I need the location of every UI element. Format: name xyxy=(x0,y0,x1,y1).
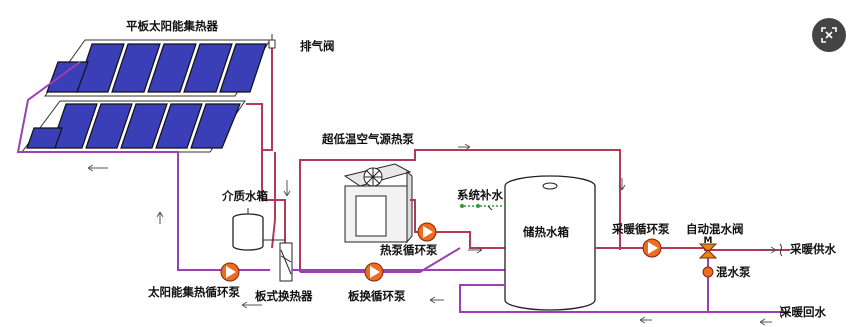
pipe-break xyxy=(779,305,783,319)
lens-icon xyxy=(821,27,837,43)
label-heating-pump: 采暖循环泵 xyxy=(611,222,670,236)
flow-arrow xyxy=(759,318,772,326)
label-storage-tank: 储热水箱 xyxy=(523,225,569,239)
mixing-pump xyxy=(702,266,714,278)
collector-panel xyxy=(120,103,168,149)
auto-mixing-valve: M xyxy=(698,236,718,259)
label-heating-return: 采暖回水 xyxy=(779,305,826,319)
label-medium-tank: 介质水箱 xyxy=(221,189,268,203)
flow-arrow xyxy=(762,246,777,254)
plate-circulation-pump xyxy=(364,262,384,282)
flow-arrow xyxy=(639,316,652,324)
pipe-break xyxy=(779,243,783,257)
collector-panel xyxy=(219,43,267,93)
label-heating-supply: 采暖供水 xyxy=(789,242,836,256)
vent-valve xyxy=(268,39,276,49)
flow-arrow xyxy=(618,178,626,191)
collector-outlet-pipe xyxy=(246,103,263,150)
flow-arrow xyxy=(429,296,444,304)
flow-arrow xyxy=(283,180,291,197)
storage-water-tank xyxy=(504,175,596,311)
label-makeup-water: 系统补水 xyxy=(457,188,503,202)
label-solar-circ-pump: 太阳能集热循环泵 xyxy=(147,285,240,299)
solar-circulation-pump xyxy=(220,262,240,282)
collector-panel xyxy=(190,103,241,149)
heating-circulation-pump xyxy=(642,238,662,258)
pump-icon xyxy=(648,242,658,254)
label-collector: 平板太阳能集热器 xyxy=(126,19,218,33)
collector-panel xyxy=(26,127,63,149)
medium-water-tank xyxy=(232,208,264,251)
label-plate-exchanger: 板式换热器 xyxy=(255,289,313,303)
collector-return-pipe xyxy=(16,61,270,271)
flow-arrow xyxy=(241,301,262,309)
flow-arrow xyxy=(87,164,108,172)
heat-pump-supply-pipe xyxy=(299,149,621,272)
heating-return-pipe xyxy=(459,284,790,313)
label-heat-pump-circ: 热泵循环泵 xyxy=(380,243,438,257)
valve-mark: M xyxy=(704,236,713,246)
pump-icon xyxy=(423,226,433,238)
collector-supply-pipe xyxy=(261,150,286,245)
air-source-heat-pump xyxy=(343,163,413,244)
collector-panel xyxy=(111,43,161,93)
heat-pump-return-pipe xyxy=(300,247,461,273)
collector-panel xyxy=(147,43,197,93)
flow-arrow xyxy=(156,211,164,224)
pump-icon xyxy=(226,266,236,278)
label-heat-pump: 超低温空气源热泵 xyxy=(321,132,414,146)
label-vent-valve: 排气阀 xyxy=(300,39,335,53)
solar-collector-array xyxy=(21,39,271,153)
heating-supply-pipe xyxy=(595,247,790,251)
flow-arrow xyxy=(458,143,471,151)
visual-search-button[interactable] xyxy=(812,18,846,52)
heat-pump-circulation-pump xyxy=(417,222,437,242)
label-plate-circ-pump: 板换循环泵 xyxy=(348,289,406,303)
collector-panel xyxy=(85,103,133,149)
plate-heat-exchanger xyxy=(279,242,293,282)
fan-icon xyxy=(363,167,383,187)
makeup-water-inlet xyxy=(460,204,505,211)
collector-panel xyxy=(46,61,89,93)
collector-panel xyxy=(183,43,233,93)
label-mix-pump: 混水泵 xyxy=(716,265,751,279)
collector-supply-pipe xyxy=(271,152,276,249)
label-auto-mix-valve: 自动混水阀 xyxy=(686,222,744,236)
collector-outlet-pipe xyxy=(262,45,273,151)
collector-panel xyxy=(155,103,203,149)
pump-icon xyxy=(370,266,380,278)
flow-arrow xyxy=(468,246,483,254)
heat-pump-circuit-pipe xyxy=(410,199,505,249)
